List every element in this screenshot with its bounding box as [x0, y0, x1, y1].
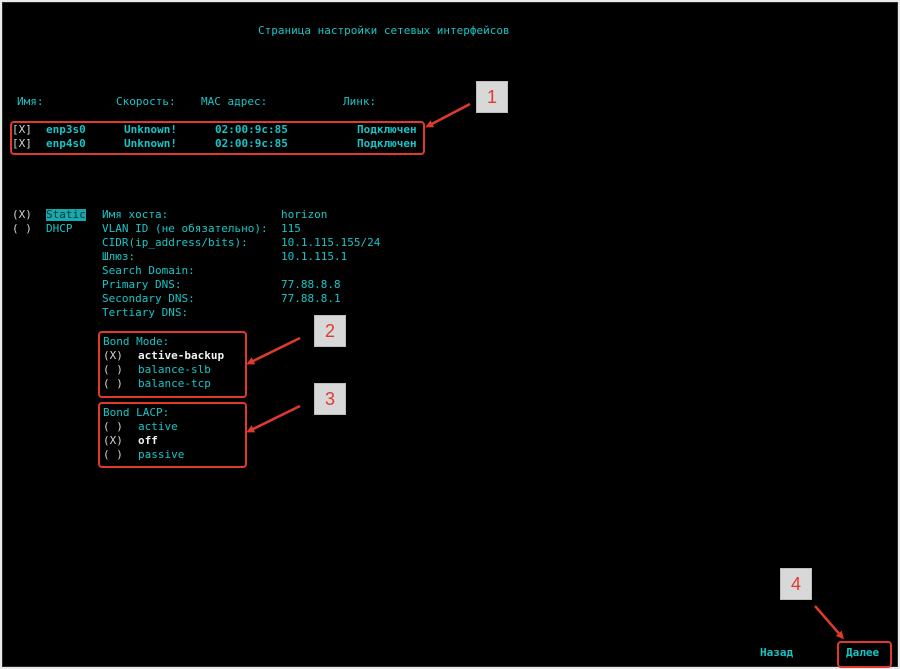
annotation-box-next	[837, 641, 892, 668]
interface-name: enp4s0	[46, 137, 86, 150]
secondary-dns-label: Secondary DNS:	[102, 292, 195, 305]
bond-mode-title: Bond Mode:	[103, 335, 170, 348]
bond-mode-option-balance-tcp[interactable]: balance-tcp	[138, 377, 211, 390]
primary-dns-label: Primary DNS:	[102, 278, 182, 291]
bond-lacp-title: Bond LACP:	[103, 406, 170, 419]
cidr-field[interactable]: 10.1.115.155/24	[281, 236, 381, 249]
static-radio[interactable]: (X)	[12, 208, 32, 221]
annotation-badge-1: 1	[476, 81, 508, 113]
gateway-field[interactable]: 10.1.115.1	[281, 250, 348, 263]
interface-mac: 02:00:9c:85	[215, 137, 288, 150]
annotation-box-bond-lacp	[98, 402, 247, 468]
bond-lacp-option-passive[interactable]: passive	[138, 448, 185, 461]
bond-mode-radio[interactable]: ( )	[103, 363, 123, 376]
secondary-dns-field[interactable]: 77.88.8.1	[281, 292, 341, 305]
bond-mode-option-active-backup[interactable]: active-backup	[138, 349, 225, 362]
next-button[interactable]: Далее	[846, 646, 880, 659]
hostname-field[interactable]: horizon	[281, 208, 328, 221]
header-speed: Скорость:	[116, 95, 176, 108]
static-label[interactable]: Static	[46, 208, 86, 221]
annotation-badge-4: 4	[780, 568, 812, 600]
primary-dns-field[interactable]: 77.88.8.8	[281, 278, 341, 291]
header-link: Линк:	[343, 95, 377, 108]
gateway-label: Шлюз:	[102, 250, 136, 263]
bond-mode-radio[interactable]: ( )	[103, 377, 123, 390]
bond-lacp-radio[interactable]: ( )	[103, 448, 123, 461]
bond-mode-option-balance-slb[interactable]: balance-slb	[138, 363, 211, 376]
cidr-label: CIDR(ip_address/bits):	[102, 236, 248, 249]
annotation-box-bond-mode	[98, 331, 247, 398]
interface-speed: Unknown!	[124, 123, 177, 136]
tertiary-dns-label: Tertiary DNS:	[102, 306, 189, 319]
vlan-field[interactable]: 115	[281, 222, 301, 235]
interface-checkbox[interactable]: [X]	[12, 137, 32, 150]
vlan-label: VLAN ID (не обязательно):	[102, 222, 268, 235]
back-button[interactable]: Назад	[760, 646, 794, 659]
bond-lacp-option-off[interactable]: off	[138, 434, 158, 447]
annotation-badge-3: 3	[314, 383, 346, 415]
page-title: Страница настройки сетевых интерфейсов	[258, 24, 510, 37]
bond-lacp-radio[interactable]: (X)	[103, 434, 123, 447]
dhcp-radio[interactable]: ( )	[12, 222, 32, 235]
header-mac: MAC адрес:	[201, 95, 268, 108]
annotation-box-interfaces	[10, 121, 425, 155]
header-name: Имя:	[17, 95, 44, 108]
hostname-label: Имя хоста:	[102, 208, 169, 221]
bond-mode-radio[interactable]: (X)	[103, 349, 123, 362]
interface-speed: Unknown!	[124, 137, 177, 150]
interface-name: enp3s0	[46, 123, 86, 136]
search-domain-label: Search Domain:	[102, 264, 195, 277]
bond-lacp-radio[interactable]: ( )	[103, 420, 123, 433]
dhcp-label[interactable]: DHCP	[46, 222, 73, 235]
annotation-badge-2: 2	[314, 315, 346, 347]
bond-lacp-option-active[interactable]: active	[138, 420, 178, 433]
interface-link: Подключен	[357, 123, 417, 136]
interface-mac: 02:00:9c:85	[215, 123, 288, 136]
interface-link: Подключен	[357, 137, 417, 150]
interface-checkbox[interactable]: [X]	[12, 123, 32, 136]
